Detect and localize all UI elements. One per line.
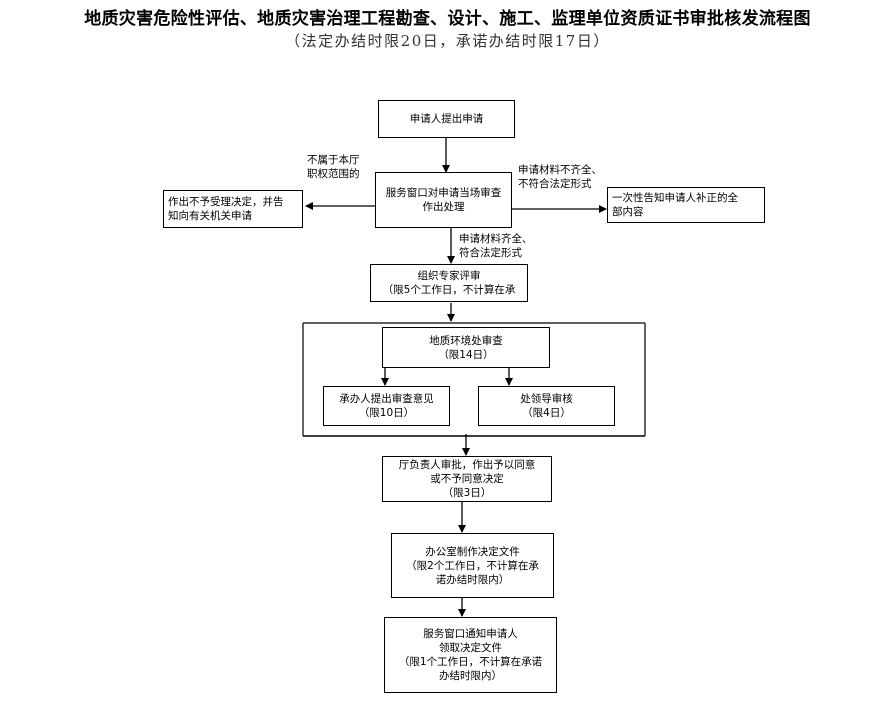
node-window-notify: 服务窗口通知申请人 领取决定文件 （限1个工作日，不计算在承诺 办结时限内）: [384, 617, 557, 693]
node-notify-correction: 一次性告知申请人补正的全 部内容: [607, 187, 765, 223]
page-title: 地质灾害危险性评估、地质灾害治理工程勘查、设计、施工、监理单位资质证书审批核发流…: [84, 9, 811, 29]
node-bureau-approval: 厅负责人审批，作出予以同意 或不予同意决定 （限3日）: [382, 456, 552, 502]
page-subtitle: （法定办结时限20日，承诺办结时限17日）: [285, 32, 610, 50]
node-reject: 作出不予受理决定，并告 知向有关机关申请: [163, 190, 303, 228]
node-handler-opinion: 承办人提出审查意见 （限10日）: [323, 386, 450, 426]
node-window-review: 服务窗口对申请当场审查 作出处理: [375, 172, 512, 228]
node-expert-review: 组织专家评审 （限5个工作日，不计算在承: [370, 264, 528, 302]
edge-label-incomplete: 申请材料不齐全、 不符合法定形式: [518, 164, 602, 190]
review-group-bracket: [302, 322, 646, 437]
node-office-document: 办公室制作决定文件 （限2个工作日，不计算在承 诺办结时限内）: [391, 533, 554, 598]
node-apply: 申请人提出申请: [378, 100, 515, 138]
node-leader-review: 处领导审核 （限4日）: [478, 386, 615, 426]
edge-label-complete: 申请材料齐全、 符合法定形式: [459, 233, 533, 259]
node-geo-dept-review: 地质环境处审查 （限14日）: [382, 327, 550, 368]
edge-label-not-in-scope: 不属于本厅 职权范围的: [307, 154, 360, 180]
